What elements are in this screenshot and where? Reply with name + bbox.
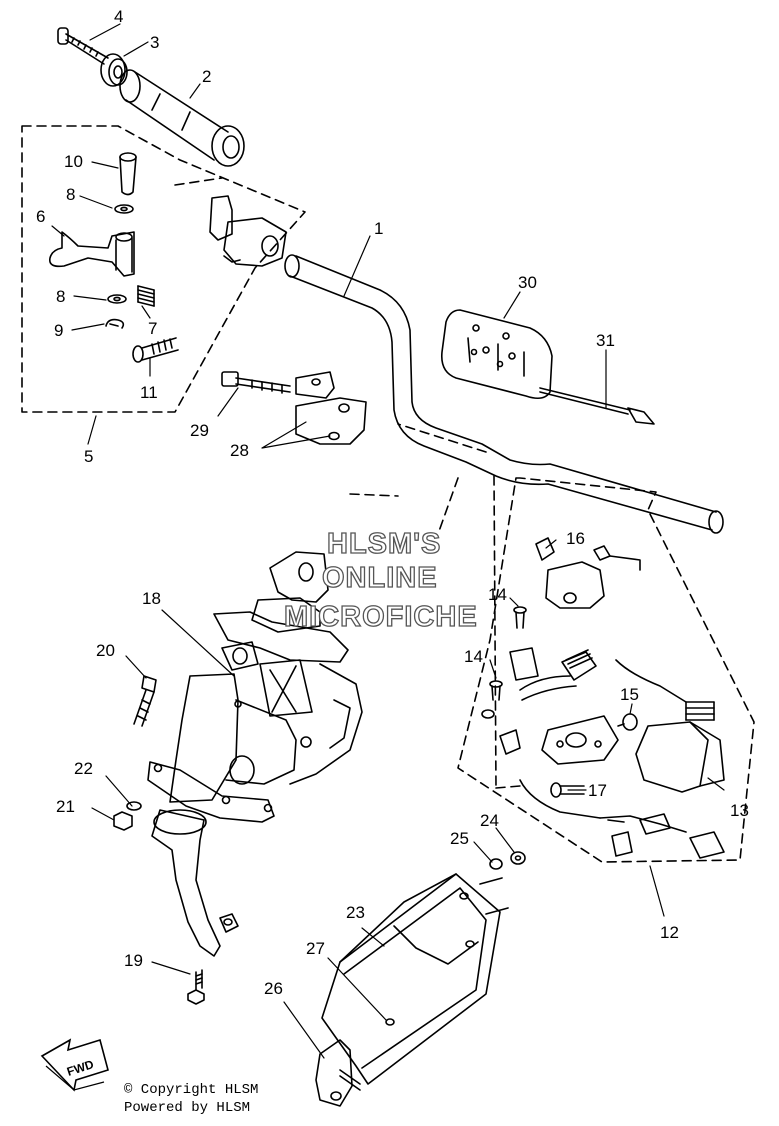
fork-casting xyxy=(147,663,363,957)
screw-part-11 xyxy=(132,337,179,363)
callout-7: 7 xyxy=(148,319,157,338)
clip-part-9 xyxy=(105,318,125,329)
callout-5: 5 xyxy=(84,447,93,466)
callout-30: 30 xyxy=(518,273,537,292)
holder-part-28 xyxy=(295,371,367,445)
callout-26: 26 xyxy=(264,979,283,998)
copyright-text: © Copyright HLSM xyxy=(124,1082,259,1098)
bolt-part-20 xyxy=(133,675,157,727)
callout-22: 22 xyxy=(74,759,93,778)
handlebar-part-1 xyxy=(284,254,724,534)
switch-housing-part-16 xyxy=(535,537,641,609)
screw-part-14-a xyxy=(513,606,527,629)
callout-15: 15 xyxy=(620,685,639,704)
callout-6: 6 xyxy=(36,207,45,226)
callout-24: 24 xyxy=(480,811,499,830)
assembly-outline-12 xyxy=(457,477,755,863)
watermark-line-2: ONLINE xyxy=(322,562,438,594)
throttle-housing xyxy=(209,195,287,267)
washer-part-8-lower xyxy=(107,294,127,304)
forward-arrow-icon: FWD xyxy=(40,1038,109,1092)
callout-10: 10 xyxy=(64,152,83,171)
switch-internals xyxy=(481,647,687,833)
screw-part-14-b xyxy=(489,680,503,701)
harness-part-12 xyxy=(607,813,725,859)
callout-4: 4 xyxy=(114,7,123,26)
callout-18: 18 xyxy=(142,589,161,608)
toolbox-part-23 xyxy=(321,873,509,1085)
bar-pad-part-30 xyxy=(440,309,553,400)
powered-by-text: Powered by HLSM xyxy=(124,1100,251,1116)
callout-13: 13 xyxy=(730,801,749,820)
callout-14-upper: 14 xyxy=(488,585,507,604)
bolt-part-29 xyxy=(221,371,291,394)
callout-11: 11 xyxy=(140,383,158,402)
washer-part-8-upper xyxy=(114,204,134,214)
bolt-part-4 xyxy=(57,27,109,65)
callout-labels: 4 3 2 10 8 6 8 9 7 11 5 1 30 31 29 28 16… xyxy=(36,7,749,998)
bolt-part-19 xyxy=(187,969,205,1005)
callout-8-upper: 8 xyxy=(66,185,75,204)
callout-27: 27 xyxy=(306,939,325,958)
callout-16: 16 xyxy=(566,529,585,548)
callout-28: 28 xyxy=(230,441,249,460)
callout-8-lower: 8 xyxy=(56,287,65,306)
callout-3: 3 xyxy=(150,33,159,52)
callout-20: 20 xyxy=(96,641,115,660)
callout-21: 21 xyxy=(56,797,75,816)
collar-part-3 xyxy=(100,53,128,87)
callout-23: 23 xyxy=(346,903,365,922)
watermark-line-3: MICROFICHE xyxy=(284,601,478,633)
callout-12: 12 xyxy=(660,923,679,942)
callout-19: 19 xyxy=(124,951,143,970)
grip-part-2 xyxy=(119,69,245,167)
washer-part-22 xyxy=(126,801,142,811)
cable-tie-part-31 xyxy=(539,387,655,425)
callout-9: 9 xyxy=(54,321,63,340)
clamp-part-26 xyxy=(315,1039,361,1107)
callout-14-lower: 14 xyxy=(464,647,483,666)
callout-29: 29 xyxy=(190,421,209,440)
steering-head-part-18 xyxy=(213,551,349,717)
washer-part-24 xyxy=(510,851,526,865)
throttle-lever-part-6 xyxy=(48,231,135,277)
leader-lines xyxy=(51,23,725,1059)
assembly-outline-5 xyxy=(21,125,306,413)
watermark-line-1: HLSM'S xyxy=(327,528,441,560)
callout-17: 17 xyxy=(588,781,607,800)
switch-body-part-13 xyxy=(615,659,725,793)
nut-part-21 xyxy=(113,811,133,831)
callout-2: 2 xyxy=(202,67,211,86)
spring-part-7 xyxy=(137,285,155,307)
callout-25: 25 xyxy=(450,829,469,848)
callout-31: 31 xyxy=(596,331,615,350)
watermark: HLSM'S ONLINE MICROFICHE xyxy=(283,527,478,633)
plug-part-15 xyxy=(617,713,638,731)
ring-part-25 xyxy=(489,858,503,870)
screw-part-17 xyxy=(550,782,585,798)
pin-part-10 xyxy=(119,152,137,196)
callout-1: 1 xyxy=(374,219,383,238)
